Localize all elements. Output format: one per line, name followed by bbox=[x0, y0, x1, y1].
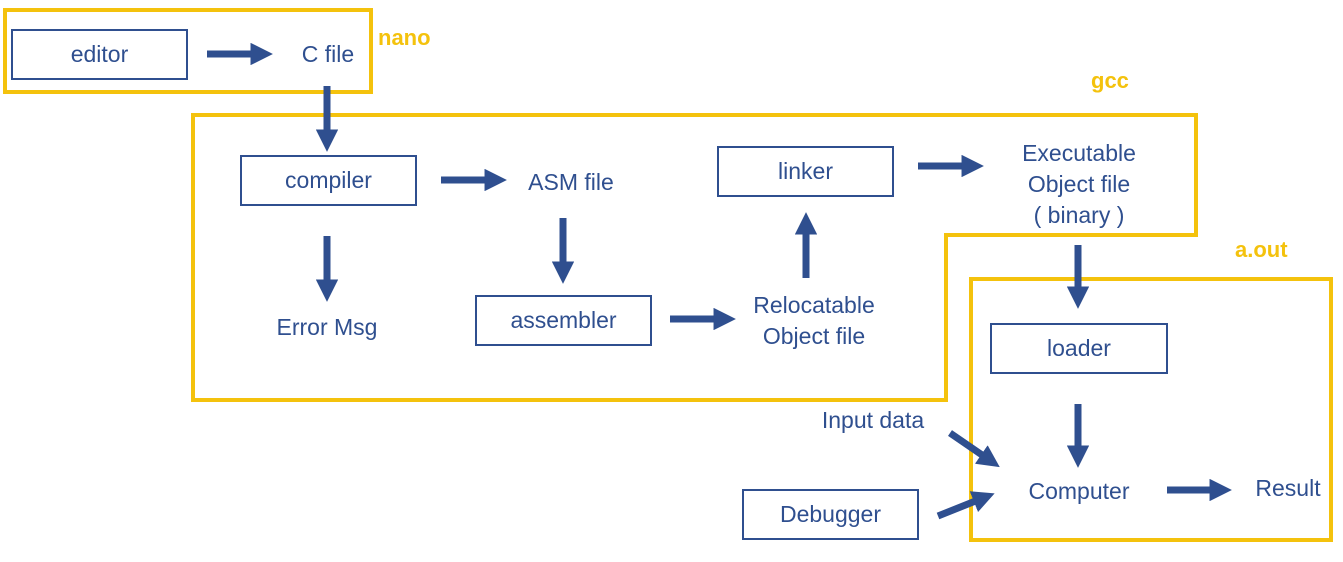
arrow-inputdata-to-computer bbox=[948, 430, 1000, 468]
c-file-label: C file bbox=[301, 41, 355, 67]
aout-group-label: a.out bbox=[1235, 237, 1288, 262]
aout-group-outline bbox=[969, 277, 1333, 542]
input-data-label: Input data bbox=[821, 407, 925, 433]
assembler-box: assembler bbox=[475, 295, 652, 346]
loader-box: loader bbox=[990, 323, 1168, 374]
executable-object-file-label-line3: ( binary ) bbox=[1033, 202, 1125, 228]
editor-box: editor bbox=[11, 29, 188, 80]
result-label: Result bbox=[1255, 475, 1321, 501]
executable-object-file-label-line1: Executable bbox=[1022, 140, 1136, 166]
arrow-debugger-to-computer bbox=[936, 491, 995, 520]
nano-group-outline bbox=[3, 8, 373, 94]
gcc-group-outline bbox=[191, 113, 1198, 402]
relocatable-object-file-label-line2: Object file bbox=[762, 323, 866, 349]
nano-group-label: nano bbox=[378, 25, 431, 50]
error-msg-label: Error Msg bbox=[276, 314, 378, 340]
relocatable-object-file-label-line1: Relocatable bbox=[753, 292, 875, 318]
asm-file-label: ASM file bbox=[528, 169, 614, 195]
compiler-box: compiler bbox=[240, 155, 417, 206]
gcc-group-label: gcc bbox=[1091, 68, 1129, 93]
debugger-box: Debugger bbox=[742, 489, 919, 540]
computer-label: Computer bbox=[1028, 478, 1130, 504]
executable-object-file-label-line2: Object file bbox=[1027, 171, 1131, 197]
linker-box: linker bbox=[717, 146, 894, 197]
